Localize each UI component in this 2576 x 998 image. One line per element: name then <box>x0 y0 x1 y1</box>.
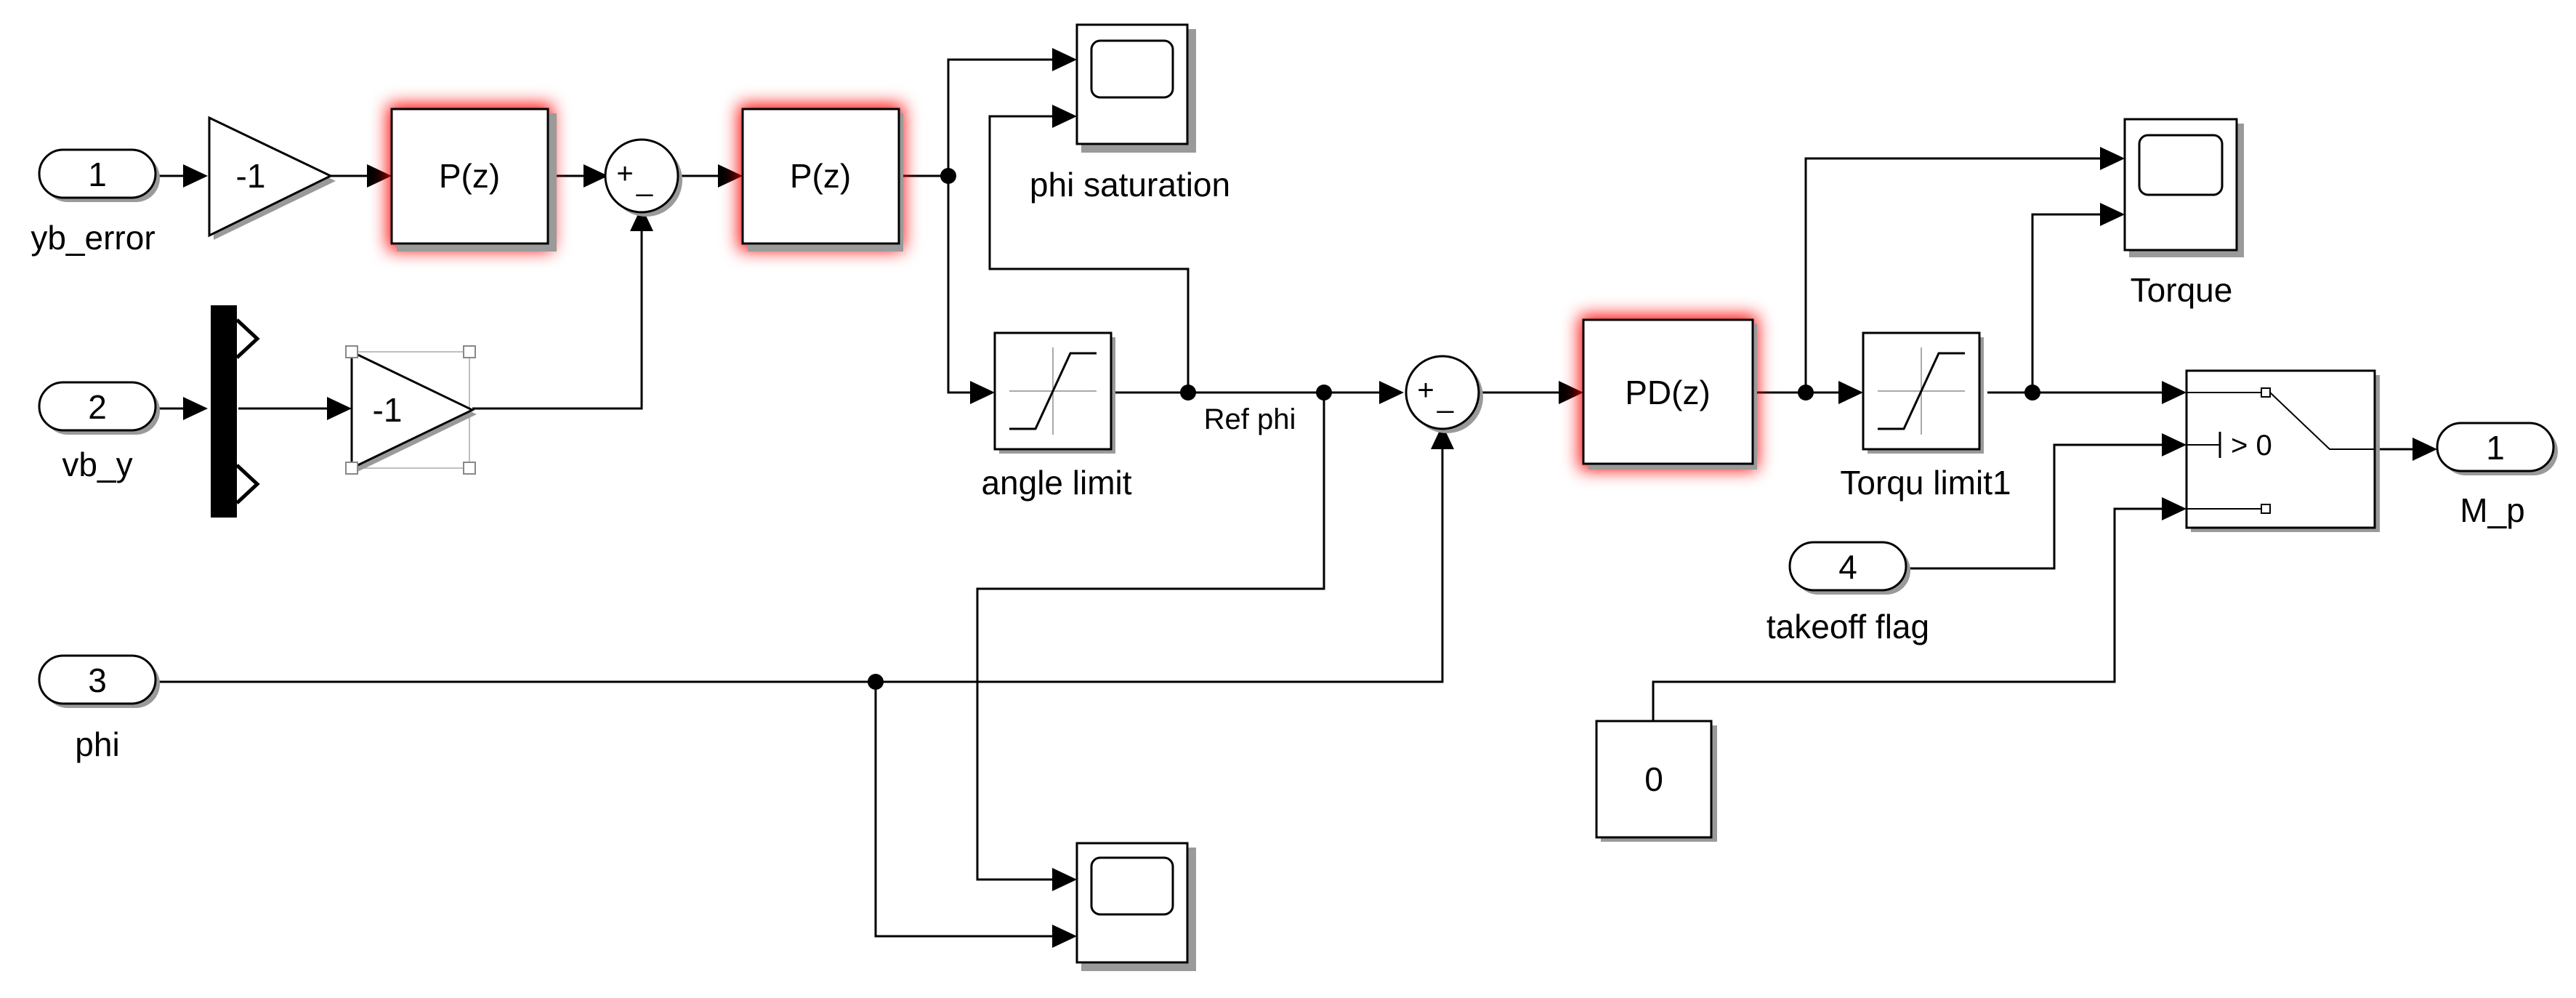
demux-block[interactable] <box>211 305 260 518</box>
demux-bar <box>211 305 237 518</box>
sum-block-2[interactable]: + _ <box>1405 355 1483 433</box>
saturation-angle-limit[interactable]: angle limit <box>981 331 1132 502</box>
inport-3-number: 3 <box>88 661 107 699</box>
scope-screen-icon <box>2138 134 2224 196</box>
wire-phi-to-scope3[interactable] <box>874 682 1052 938</box>
wire-refphi-to-scope3[interactable] <box>976 393 1325 881</box>
selection-handle-tl[interactable] <box>345 345 358 358</box>
inport-2[interactable]: 2 vb_y <box>38 381 160 483</box>
scope-phi-saturation-label: phi saturation <box>1030 166 1230 204</box>
p-controller-1[interactable]: P(z) <box>388 105 557 251</box>
saturation-curve-icon <box>1878 352 1965 430</box>
gain-1-value: -1 <box>236 157 266 195</box>
gain-2-value: -1 <box>373 391 403 429</box>
wire-refphi-to-scope1[interactable] <box>988 115 1190 393</box>
scope-screen-icon <box>1090 39 1174 99</box>
wire-phi-to-sum2[interactable] <box>158 449 1444 683</box>
selection-handle-bl[interactable] <box>345 462 358 475</box>
p-controller-2[interactable]: P(z) <box>739 105 903 251</box>
p-controller-1-label: P(z) <box>439 157 500 195</box>
signal-lines <box>158 58 2413 938</box>
wire-torquelimit-to-torquescope[interactable] <box>2031 213 2100 393</box>
wire-p2-to-anglelimit[interactable] <box>947 176 970 394</box>
constant-value: 0 <box>1644 760 1663 798</box>
pd-controller[interactable]: PD(z) <box>1580 315 1757 470</box>
saturation-angle-limit-label: angle limit <box>981 464 1131 502</box>
saturation-curve-icon <box>1009 352 1097 430</box>
constant-block[interactable]: 0 <box>1595 720 1717 842</box>
arrowheads <box>183 48 2437 948</box>
scope-reference-vs-phi[interactable] <box>1075 842 1196 971</box>
sum-1-minus-sign: _ <box>636 165 653 197</box>
selection-handle-tr[interactable] <box>463 345 476 358</box>
pd-controller-label: PD(z) <box>1625 374 1711 411</box>
switch-contact-top <box>2261 387 2271 398</box>
switch-lever-icon <box>2269 392 2375 450</box>
demux-output-arrow-2 <box>235 464 260 504</box>
inport-4[interactable]: 4 takeoff flag <box>1767 541 1929 645</box>
scope-screen-icon <box>1090 856 1174 916</box>
scope-torque[interactable]: Torque <box>2123 118 2244 309</box>
signal-label-ref-phi[interactable]: Ref phi <box>1204 403 1296 435</box>
wire-constant-to-switch[interactable] <box>1652 507 2162 721</box>
sum-2-minus-sign: _ <box>1437 382 1454 414</box>
demux-output-arrow-1 <box>235 318 260 359</box>
inport-1-label: yb_error <box>31 219 155 257</box>
scope-phi-saturation[interactable]: phi saturation <box>1030 23 1230 204</box>
saturation-torque-limit-label: Torqu limit1 <box>1840 464 2011 502</box>
wire-takeoff-to-switch[interactable] <box>1907 443 2162 570</box>
inport-1[interactable]: 1 yb_error <box>31 148 160 257</box>
sum-block-1[interactable]: + _ <box>604 138 682 217</box>
gain-block-1[interactable]: -1 <box>208 116 336 240</box>
sum-1-plus-sign: + <box>616 158 633 190</box>
inport-3-label: phi <box>75 725 119 763</box>
outport-1-number: 1 <box>2486 429 2505 467</box>
saturation-torque-limit[interactable]: Torqu limit1 <box>1840 331 2011 502</box>
inport-2-number: 2 <box>88 388 107 426</box>
switch-block[interactable]: > 0 <box>2185 369 2380 532</box>
outport-1[interactable]: 1 M_p <box>2436 422 2558 529</box>
selection-handle-br[interactable] <box>463 462 476 475</box>
switch-criteria: > 0 <box>2231 430 2272 462</box>
switch-contact-bottom <box>2261 504 2271 514</box>
branch-points <box>868 168 2040 690</box>
wire-pd-to-torquescope[interactable] <box>1804 157 2100 393</box>
inport-4-label: takeoff flag <box>1767 608 1929 645</box>
scope-torque-label: Torque <box>2131 271 2233 309</box>
inport-4-number: 4 <box>1838 548 1857 586</box>
inport-2-label: vb_y <box>62 446 132 483</box>
wire-gain2-to-sum1[interactable] <box>472 231 643 410</box>
sum-2-plus-sign: + <box>1417 374 1434 406</box>
gain-block-2[interactable]: -1 <box>345 345 477 475</box>
inport-3[interactable]: 3 phi <box>38 654 160 763</box>
p-controller-2-label: P(z) <box>790 157 851 195</box>
wire-p2-to-scope1[interactable] <box>899 58 1052 177</box>
outport-1-label: M_p <box>2460 491 2524 529</box>
inport-1-number: 1 <box>88 156 107 193</box>
